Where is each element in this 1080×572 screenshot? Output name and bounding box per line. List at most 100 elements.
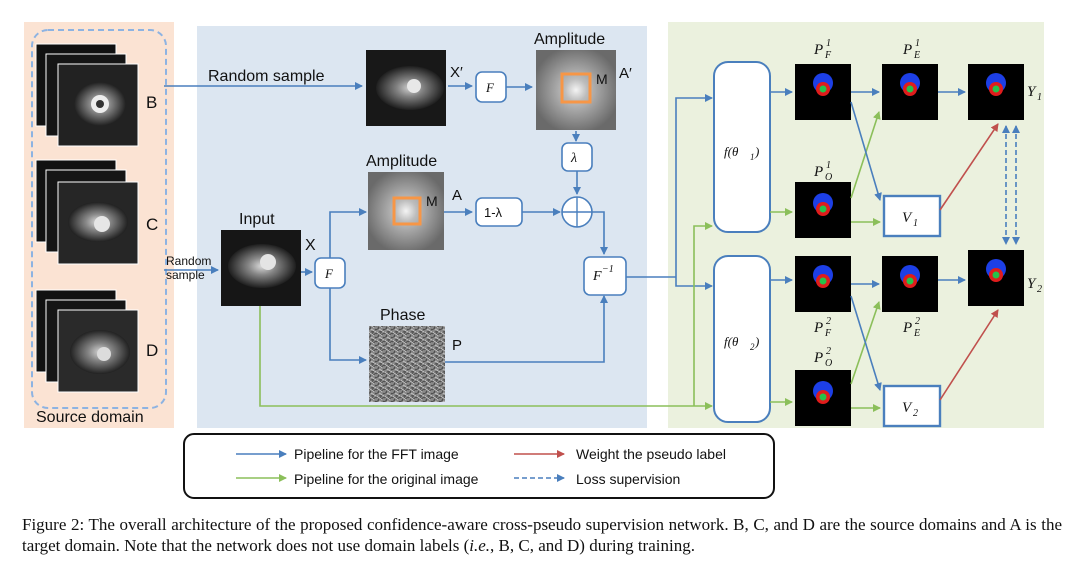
svg-text:1: 1 [915, 38, 920, 49]
arrow-phase-to-ifft [445, 295, 608, 363]
pred-pe1 [882, 64, 938, 120]
ifft-op [583, 256, 627, 296]
fft-top-label: F [485, 80, 495, 95]
arrow-v1-to-y1 [939, 123, 999, 211]
p-label: P [452, 337, 462, 354]
random-sample-left-line1: Random [166, 254, 211, 268]
svg-text:P: P [813, 320, 823, 336]
source-domain-frame [31, 29, 167, 409]
arrow-ifft-to-f1 [675, 94, 713, 277]
svg-text:Y: Y [1027, 84, 1037, 100]
amplitude-top-label: Amplitude [534, 31, 605, 48]
svg-text:2: 2 [826, 346, 831, 357]
svg-text:O: O [825, 172, 832, 183]
low-freq-window-top [560, 72, 592, 104]
one-minus-lambda-label: 1-λ [484, 205, 503, 220]
source-domain-label: Source domain [36, 409, 144, 426]
pred-po2 [795, 370, 851, 426]
v1-box [882, 194, 942, 238]
pred-pe2 [882, 256, 938, 312]
domain-b-label: B [146, 93, 157, 112]
phase-image [369, 326, 445, 402]
domain-d-label: D [146, 341, 158, 360]
svg-text:1: 1 [826, 38, 831, 49]
label-pe1: P E 1 [902, 38, 920, 61]
svg-text:F: F [824, 50, 832, 61]
arrow-po1-to-pe1 [850, 111, 881, 199]
ifft-sup: −1 [602, 264, 614, 275]
lambda-label: λ [570, 151, 577, 166]
arrow-orig-to-f1 [693, 222, 713, 406]
svg-text:O: O [825, 358, 832, 369]
a-label: A [452, 187, 462, 204]
network-f-theta2 [713, 255, 771, 423]
domain-c-image-stack [35, 159, 139, 265]
figure-caption: Figure 2: The overall architecture of th… [22, 514, 1062, 556]
v2-label: V [902, 400, 913, 416]
label-y2: Y 2 [1027, 276, 1042, 295]
svg-text:F: F [824, 328, 832, 339]
original-image-line [259, 306, 694, 407]
phase-label: Phase [380, 307, 425, 324]
legend-weight: Weight the pseudo label [576, 446, 726, 462]
input-label: Input [239, 211, 275, 228]
caption-part1: Figure 2: The overall architecture of th… [22, 515, 1062, 555]
svg-text:P: P [902, 42, 912, 58]
legend-fft-pipeline: Pipeline for the FFT image [294, 446, 459, 462]
arrow-fft-to-amplitude [329, 208, 367, 258]
amplitude-top-spectrum [536, 50, 616, 130]
x-prime-label: X′ [450, 64, 463, 81]
input-image [221, 230, 301, 306]
pred-pf2 [795, 256, 851, 312]
amplitude-mid-spectrum [368, 172, 444, 250]
svg-text:Y: Y [1027, 276, 1037, 292]
svg-text:P: P [902, 320, 912, 336]
legend-box [183, 433, 775, 499]
network-f-theta1 [713, 61, 771, 233]
svg-text:2: 2 [1037, 284, 1042, 295]
legend-orig-pipeline: Pipeline for the original image [294, 471, 479, 487]
f-theta2-sub: 2 [750, 342, 755, 352]
label-pf1: P F 1 [813, 38, 832, 61]
pred-po1 [795, 182, 851, 238]
f-theta1-sub: 1 [750, 152, 755, 162]
fft-input-label: F [324, 266, 334, 281]
m-mid-label: M [426, 193, 438, 209]
label-pf2: P F 2 [813, 316, 832, 339]
ifft-label: F [592, 269, 602, 284]
svg-text:1: 1 [1037, 92, 1042, 103]
f-theta1-close: ) [754, 144, 759, 159]
v2-sub: 2 [913, 408, 918, 419]
svg-text:2: 2 [826, 316, 831, 327]
architecture-diagram: B C D Source domain Random sample X′ F A… [24, 22, 1044, 499]
m-top-label: M [596, 71, 608, 87]
pred-y1 [968, 64, 1024, 120]
pred-y2 [968, 250, 1024, 306]
arrow-pf2-to-v2 [850, 295, 882, 391]
arrow-pf1-to-v1 [850, 101, 882, 201]
f-theta2-label: f(θ [724, 334, 739, 349]
random-sample-top-label: Random sample [208, 68, 325, 85]
low-freq-window-mid [392, 196, 422, 226]
svg-text:E: E [913, 50, 920, 61]
v1-label: V [902, 210, 913, 226]
domain-b-image-stack [35, 43, 139, 147]
svg-text:E: E [913, 328, 920, 339]
arrow-v2-to-y2 [939, 309, 999, 401]
arrow-sum-to-ifft [592, 211, 608, 255]
label-po2: P O 2 [813, 346, 832, 369]
svg-text:P: P [813, 42, 823, 58]
arrow-fft-to-phase [329, 288, 367, 364]
x-label: X [305, 237, 316, 254]
a-prime-label: A′ [619, 65, 632, 82]
random-sample-left-line2: sample [166, 268, 205, 282]
label-y1: Y 1 [1027, 84, 1042, 103]
domain-c-label: C [146, 215, 158, 234]
f-theta1-label: f(θ [724, 144, 739, 159]
legend-loss-supervision: Loss supervision [576, 471, 680, 487]
svg-text:P: P [813, 164, 823, 180]
domain-d-image-stack [35, 289, 139, 393]
svg-text:2: 2 [915, 316, 920, 327]
amplitude-mid-label: Amplitude [366, 153, 437, 170]
